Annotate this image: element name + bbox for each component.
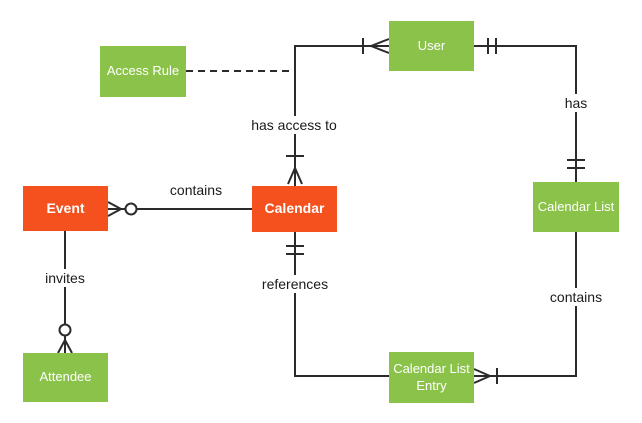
entity-calendar[interactable]: Calendar (252, 186, 337, 232)
connector-calendar-references-entry (286, 232, 389, 377)
relationship-label-invites: invites (41, 269, 89, 287)
relationship-label-has: has (560, 94, 592, 112)
cardinality-exactly-one-bars-calendar-list-top (567, 159, 585, 169)
entity-user[interactable]: User (389, 21, 474, 71)
crows-foot-many-entry-right (473, 368, 491, 384)
line-calendar-entry (294, 232, 389, 377)
line-user-calendar-list (474, 45, 577, 182)
entity-calendar-list[interactable]: Calendar List (533, 182, 619, 232)
crows-foot-many-event (107, 201, 122, 217)
crows-foot-many-user-left (370, 38, 390, 54)
line-calendar-user (294, 45, 389, 186)
relationship-label-contains-event-calendar: contains (165, 181, 227, 199)
connector-calendar-list-contains-entry (473, 232, 577, 384)
connector-calendar-hasaccessto-user (286, 38, 390, 186)
relationship-label-references: references (257, 275, 333, 293)
crows-foot-many-calendar-top (287, 167, 303, 185)
connector-event-contains-calendar (107, 201, 252, 217)
connector-event-invites-attendee (57, 231, 73, 354)
crows-foot-many-attendee (57, 339, 73, 354)
entity-calendar-list-entry[interactable]: Calendar List Entry (389, 352, 474, 403)
cardinality-zero-circle-event (124, 202, 138, 216)
entity-attendee[interactable]: Attendee (23, 353, 108, 402)
cardinality-exactly-one-bars-calendar-bottom (286, 245, 304, 255)
entity-access-rule[interactable]: Access Rule (100, 46, 186, 97)
relationship-label-has-access-to: has access to (247, 116, 341, 134)
line-calendar-list-entry (474, 232, 577, 377)
relationship-label-contains-list-entry: contains (545, 288, 607, 306)
connector-user-has-calendar-list (474, 38, 585, 182)
cardinality-exactly-one-bars-user-right (487, 38, 497, 54)
entity-event[interactable]: Event (23, 186, 108, 231)
cardinality-zero-circle-attendee (58, 323, 72, 337)
